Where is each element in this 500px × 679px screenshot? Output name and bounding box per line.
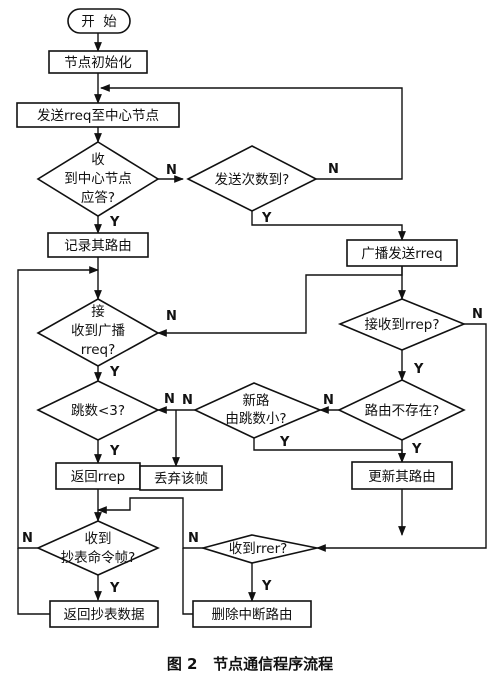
svg-text:到中心节点: 到中心节点	[64, 171, 132, 187]
decision-route-not-exist: 路由不存在?	[337, 379, 466, 441]
edge-d2-broadcast	[251, 211, 406, 241]
svg-text:删除中断路由: 删除中断路由	[212, 607, 293, 623]
label-n-recv-broadcast: N	[166, 309, 177, 324]
node-init-label: 节点初始化	[64, 54, 132, 71]
node-init: 节点初始化	[48, 50, 148, 74]
svg-text:由跳数小?: 由跳数小?	[225, 411, 286, 427]
svg-text:接收到rrep?: 接收到rrep?	[364, 316, 439, 333]
node-send-rreq-label: 发送rreq至中心节点	[37, 108, 159, 124]
decision-hops: 跳数<3?	[36, 380, 160, 441]
label-n-new-route: N	[182, 393, 193, 408]
label-y-recv-broadcast: Y	[109, 365, 120, 380]
svg-text:收到rrer?: 收到rrer?	[229, 541, 288, 557]
edge-d4-rrer	[316, 323, 487, 552]
svg-text:返回抄表数据: 返回抄表数据	[64, 607, 145, 623]
svg-text:跳数<3?: 跳数<3?	[71, 403, 125, 419]
label-y-recv-rrer: Y	[261, 579, 272, 594]
svg-text:抄表命令帧?: 抄表命令帧?	[61, 549, 136, 566]
edge-returndata-loop	[17, 548, 50, 615]
decision-recv-meter: 收到 抄表命令帧?	[36, 520, 160, 576]
svg-text:rreq?: rreq?	[81, 342, 116, 358]
node-broadcast-rreq: 广播发送rreq	[346, 239, 458, 267]
label-n-send-count: N	[328, 162, 339, 177]
node-return-rrep: 返回rrep	[55, 462, 141, 490]
decision-recv-broadcast: 接 收到广播 rreq?	[36, 298, 160, 367]
decision-recv-rrer: 收到rrer?	[200, 534, 318, 564]
label-y-recv-meter: Y	[109, 581, 120, 596]
svg-text:收到广播: 收到广播	[71, 323, 125, 339]
svg-text:接: 接	[91, 303, 105, 320]
svg-text:路由不存在?: 路由不存在?	[365, 403, 440, 419]
decision-send-count: 发送次数到?	[186, 145, 318, 212]
label-n-hops: N	[164, 392, 175, 407]
svg-text:发送次数到?: 发送次数到?	[215, 172, 290, 188]
label-n-route-not-exist: N	[323, 393, 334, 408]
svg-text:更新其路由: 更新其路由	[368, 469, 436, 485]
svg-text:应答?: 应答?	[81, 189, 115, 206]
figure-caption: 图 2 节点通信程序流程	[167, 655, 333, 673]
edge-d2-loop	[100, 84, 403, 180]
svg-text:返回rrep: 返回rrep	[71, 469, 125, 485]
edge-rrer-loop	[97, 497, 203, 549]
node-start: 开 始	[67, 8, 131, 34]
label-y-recv-rrep: Y	[413, 362, 424, 377]
branch-labels: N N Y Y N N Y Y N N N Y Y Y N N Y Y	[22, 162, 483, 596]
node-drop-frame: 丢弃该帧	[139, 465, 223, 491]
label-y-recv-reply: Y	[109, 215, 120, 230]
svg-text:收到: 收到	[85, 531, 112, 547]
edge-d8-loop	[17, 266, 99, 549]
label-n-recv-rrep: N	[472, 307, 483, 322]
decision-new-route: 新路 由跳数小?	[193, 382, 323, 439]
node-delete-route: 删除中断路由	[192, 600, 312, 628]
edge-delete-loop	[182, 548, 193, 615]
svg-text:新路: 新路	[243, 393, 270, 409]
label-y-route-not-exist: Y	[411, 442, 422, 457]
label-y-new-route: Y	[279, 435, 290, 450]
svg-text:丢弃该帧: 丢弃该帧	[154, 471, 208, 487]
label-n-recv-reply: N	[166, 163, 177, 178]
node-record-route: 记录其路由	[47, 232, 149, 258]
decision-recv-reply: 收 到中心节点 应答?	[36, 141, 160, 217]
label-n-recv-rrer: N	[188, 531, 199, 546]
node-start-label: 开 始	[81, 14, 117, 30]
decision-recv-rrep: 接收到rrep?	[337, 298, 467, 351]
node-send-rreq: 发送rreq至中心节点	[16, 102, 180, 128]
label-y-send-count: Y	[261, 211, 272, 226]
node-update-route: 更新其路由	[351, 461, 453, 490]
edge-d6-update	[253, 438, 406, 463]
svg-text:记录其路由: 记录其路由	[64, 238, 132, 254]
svg-text:广播发送rreq: 广播发送rreq	[361, 246, 442, 262]
label-n-recv-meter: N	[22, 531, 33, 546]
svg-text:收: 收	[91, 152, 105, 168]
label-y-hops: Y	[109, 444, 120, 459]
edges	[17, 33, 487, 615]
node-return-data: 返回抄表数据	[49, 600, 159, 628]
